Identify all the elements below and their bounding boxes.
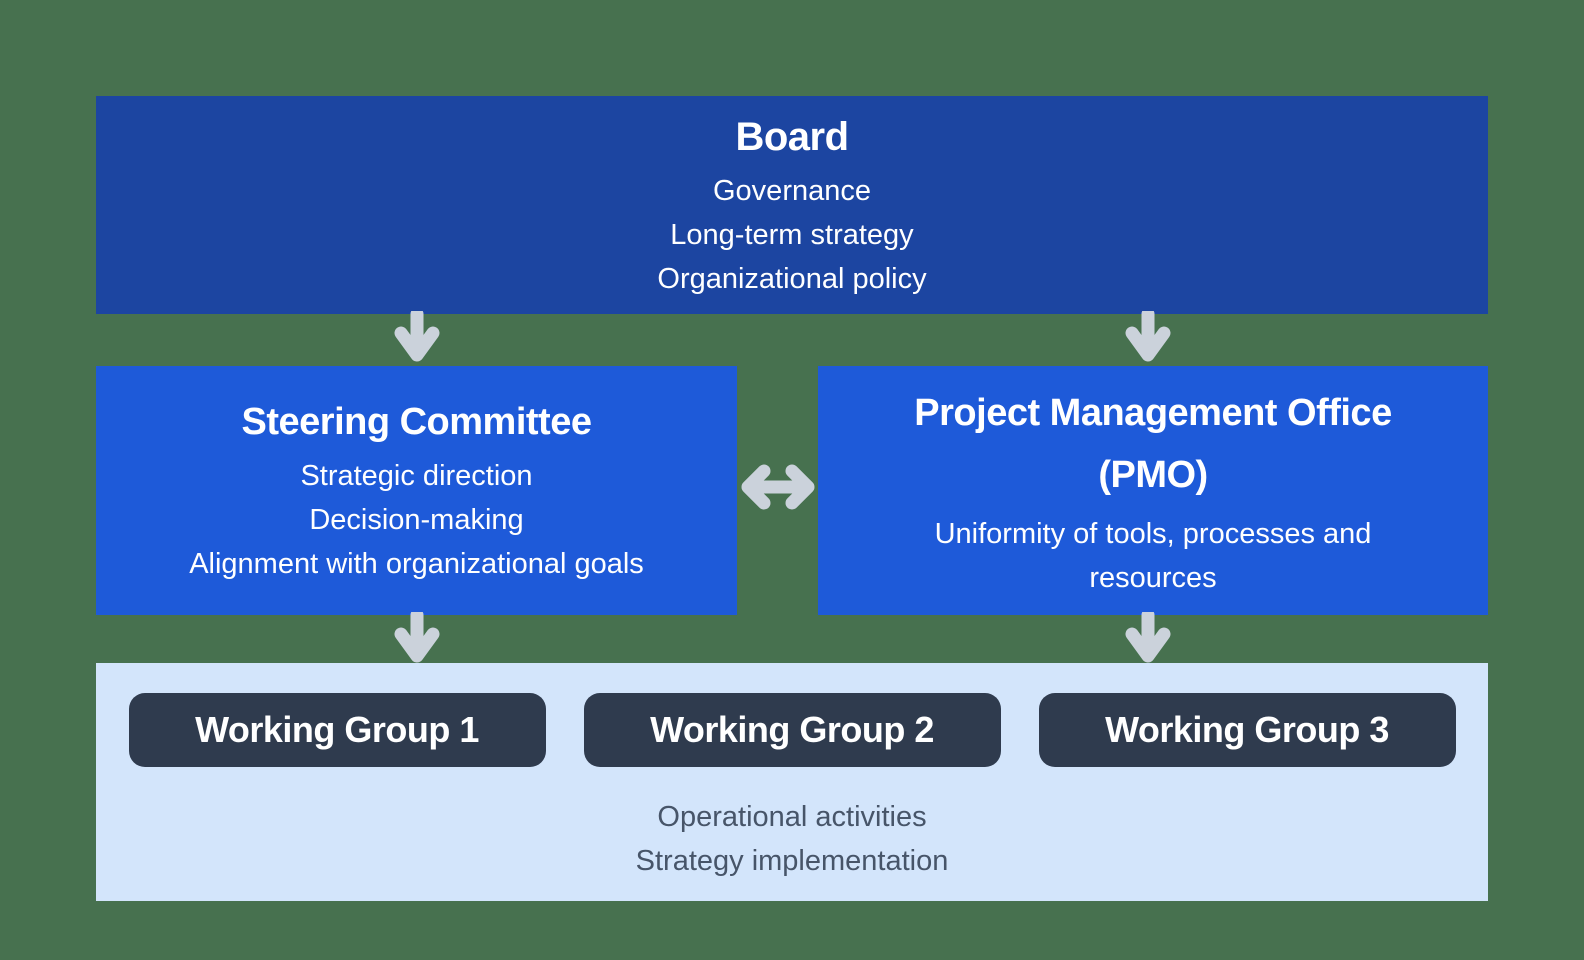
arrow-down-icon (393, 311, 441, 365)
arrow-left-right-icon (736, 463, 820, 511)
steering-committee-title: Steering Committee (241, 400, 592, 443)
steering-committee-box: Steering Committee Strategic direction D… (96, 366, 737, 615)
working-groups-line: Operational activities (657, 801, 927, 833)
steering-committee-line: Decision-making (309, 503, 524, 536)
board-title: Board (735, 115, 849, 159)
working-groups-description: Operational activities Strategy implemen… (96, 795, 1488, 883)
pmo-line: Uniformity of tools, processes and resou… (934, 517, 1372, 594)
working-group-1-pill: Working Group 1 (128, 693, 546, 767)
pmo-title: Project Management Office (PMO) (914, 391, 1392, 496)
board-box: Board Governance Long-term strategy Orga… (96, 96, 1488, 314)
working-group-3-pill: Working Group 3 (1038, 693, 1456, 767)
arrow-down-icon (1124, 612, 1172, 666)
working-groups-panel: Working Group 1 Working Group 2 Working … (96, 663, 1488, 901)
steering-committee-line: Alignment with organizational goals (189, 547, 644, 580)
arrow-down-icon (393, 612, 441, 666)
pmo-box: Project Management Office (PMO) Uniformi… (818, 366, 1488, 615)
steering-committee-line: Strategic direction (300, 459, 533, 492)
working-groups-row: Working Group 1 Working Group 2 Working … (96, 693, 1488, 767)
working-groups-line: Strategy implementation (635, 845, 949, 877)
board-line: Long-term strategy (670, 219, 914, 251)
board-line: Organizational policy (657, 263, 927, 295)
working-group-2-pill: Working Group 2 (583, 693, 1001, 767)
board-line: Governance (713, 175, 871, 207)
arrow-down-icon (1124, 311, 1172, 365)
